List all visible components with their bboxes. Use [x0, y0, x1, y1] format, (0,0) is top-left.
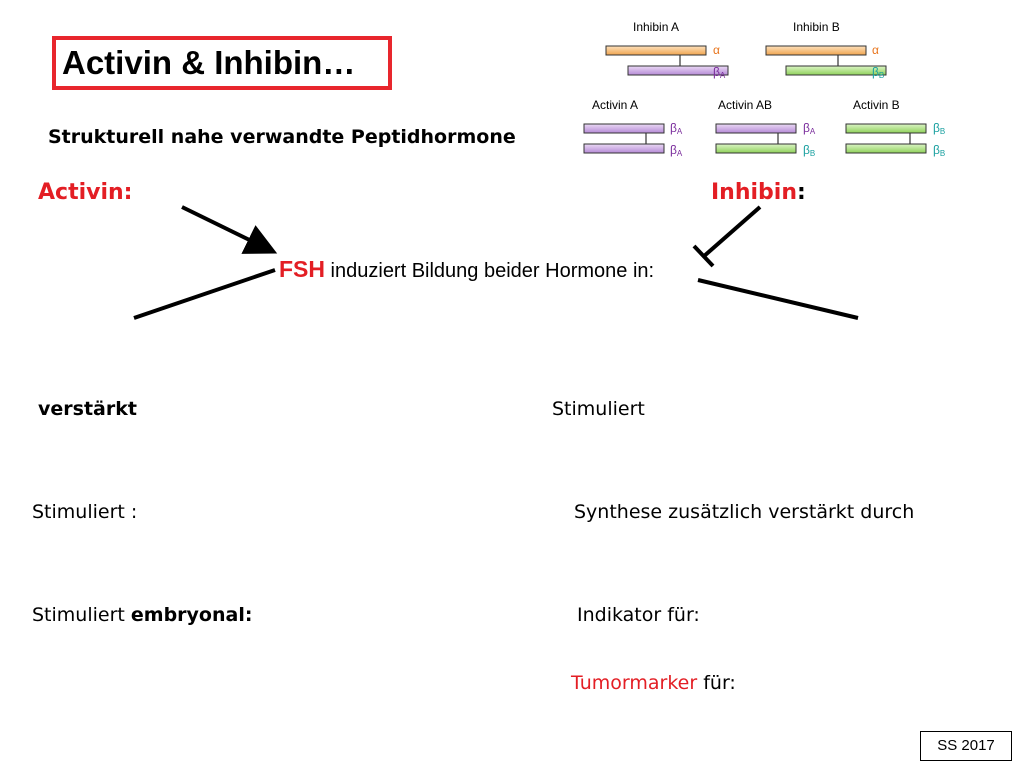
activin-b-label: Activin B	[853, 98, 900, 112]
inhibin-heading: Inhibin:	[711, 180, 806, 205]
inhibin-b-alpha-symbol: α	[872, 43, 879, 57]
inhibin-a-alpha-chain	[605, 45, 707, 56]
inhibin-a-alpha-symbol: α	[713, 43, 720, 57]
activin-ab-beta-b-symbol: βB	[803, 143, 815, 158]
inhibin-inhibits-fsh-line	[701, 205, 762, 259]
activin-ab-chain-1	[715, 123, 797, 134]
activin-heading: Activin:	[38, 180, 133, 205]
inhibin-a-label: Inhibin A	[633, 20, 679, 34]
activin-b-chain-2	[845, 143, 927, 154]
left-line-stimuliert-embryonal: Stimuliert embryonal:	[32, 604, 253, 626]
fsh-statement: FSH induziert Bildung beider Hormone in:	[279, 256, 655, 282]
inhibin-b-beta-symbol: βB	[872, 65, 884, 80]
inhibin-b-label: Inhibin B	[793, 20, 840, 34]
title-frame	[52, 36, 392, 90]
slide-subtitle: Strukturell nahe verwandte Peptidhormone	[48, 126, 516, 148]
activin-stimulates-fsh-arrow	[181, 205, 278, 254]
dimer-structure-diagram: Inhibin A α βA Inhibin B α βB Activin A …	[583, 20, 945, 158]
inhibin-b-beta-chain	[785, 65, 887, 76]
activin-a-label: Activin A	[592, 98, 638, 112]
activin-b-beta-symbol-1: βB	[933, 121, 945, 136]
inhibin-a-beta-symbol: βA	[713, 65, 726, 80]
activin-b-chain-1	[845, 123, 927, 134]
activin-a-beta-symbol-1: βA	[670, 121, 683, 136]
slide-title: Activin & Inhibin…	[62, 44, 356, 81]
left-line-stimuliert: Stimuliert :	[32, 501, 138, 523]
fsh-to-left-branch-line	[133, 268, 276, 320]
inhibin-a-beta-chain	[627, 65, 729, 76]
right-line-indikator: Indikator für:	[577, 604, 700, 626]
activin-b-beta-symbol-2: βB	[933, 143, 945, 158]
right-line-tumormarker: Tumormarker für:	[571, 672, 736, 694]
inhibin-inhibition-bar	[692, 244, 715, 268]
right-line-stimuliert: Stimuliert	[552, 398, 645, 420]
activin-a-chain-1	[583, 123, 665, 134]
left-line-verstaerkt: verstärkt	[38, 398, 137, 420]
inhibin-b-alpha-chain	[765, 45, 867, 56]
pathway-arrows	[133, 205, 859, 320]
activin-ab-label: Activin AB	[718, 98, 772, 112]
activin-ab-beta-a-symbol: βA	[803, 121, 816, 136]
semester-badge: SS 2017	[920, 731, 1012, 761]
activin-a-chain-2	[583, 143, 665, 154]
activin-a-beta-symbol-2: βA	[670, 143, 683, 158]
activin-ab-chain-2	[715, 143, 797, 154]
fsh-to-right-branch-line	[697, 278, 859, 320]
right-line-synthese: Synthese zusätzlich verstärkt durch	[574, 501, 915, 523]
